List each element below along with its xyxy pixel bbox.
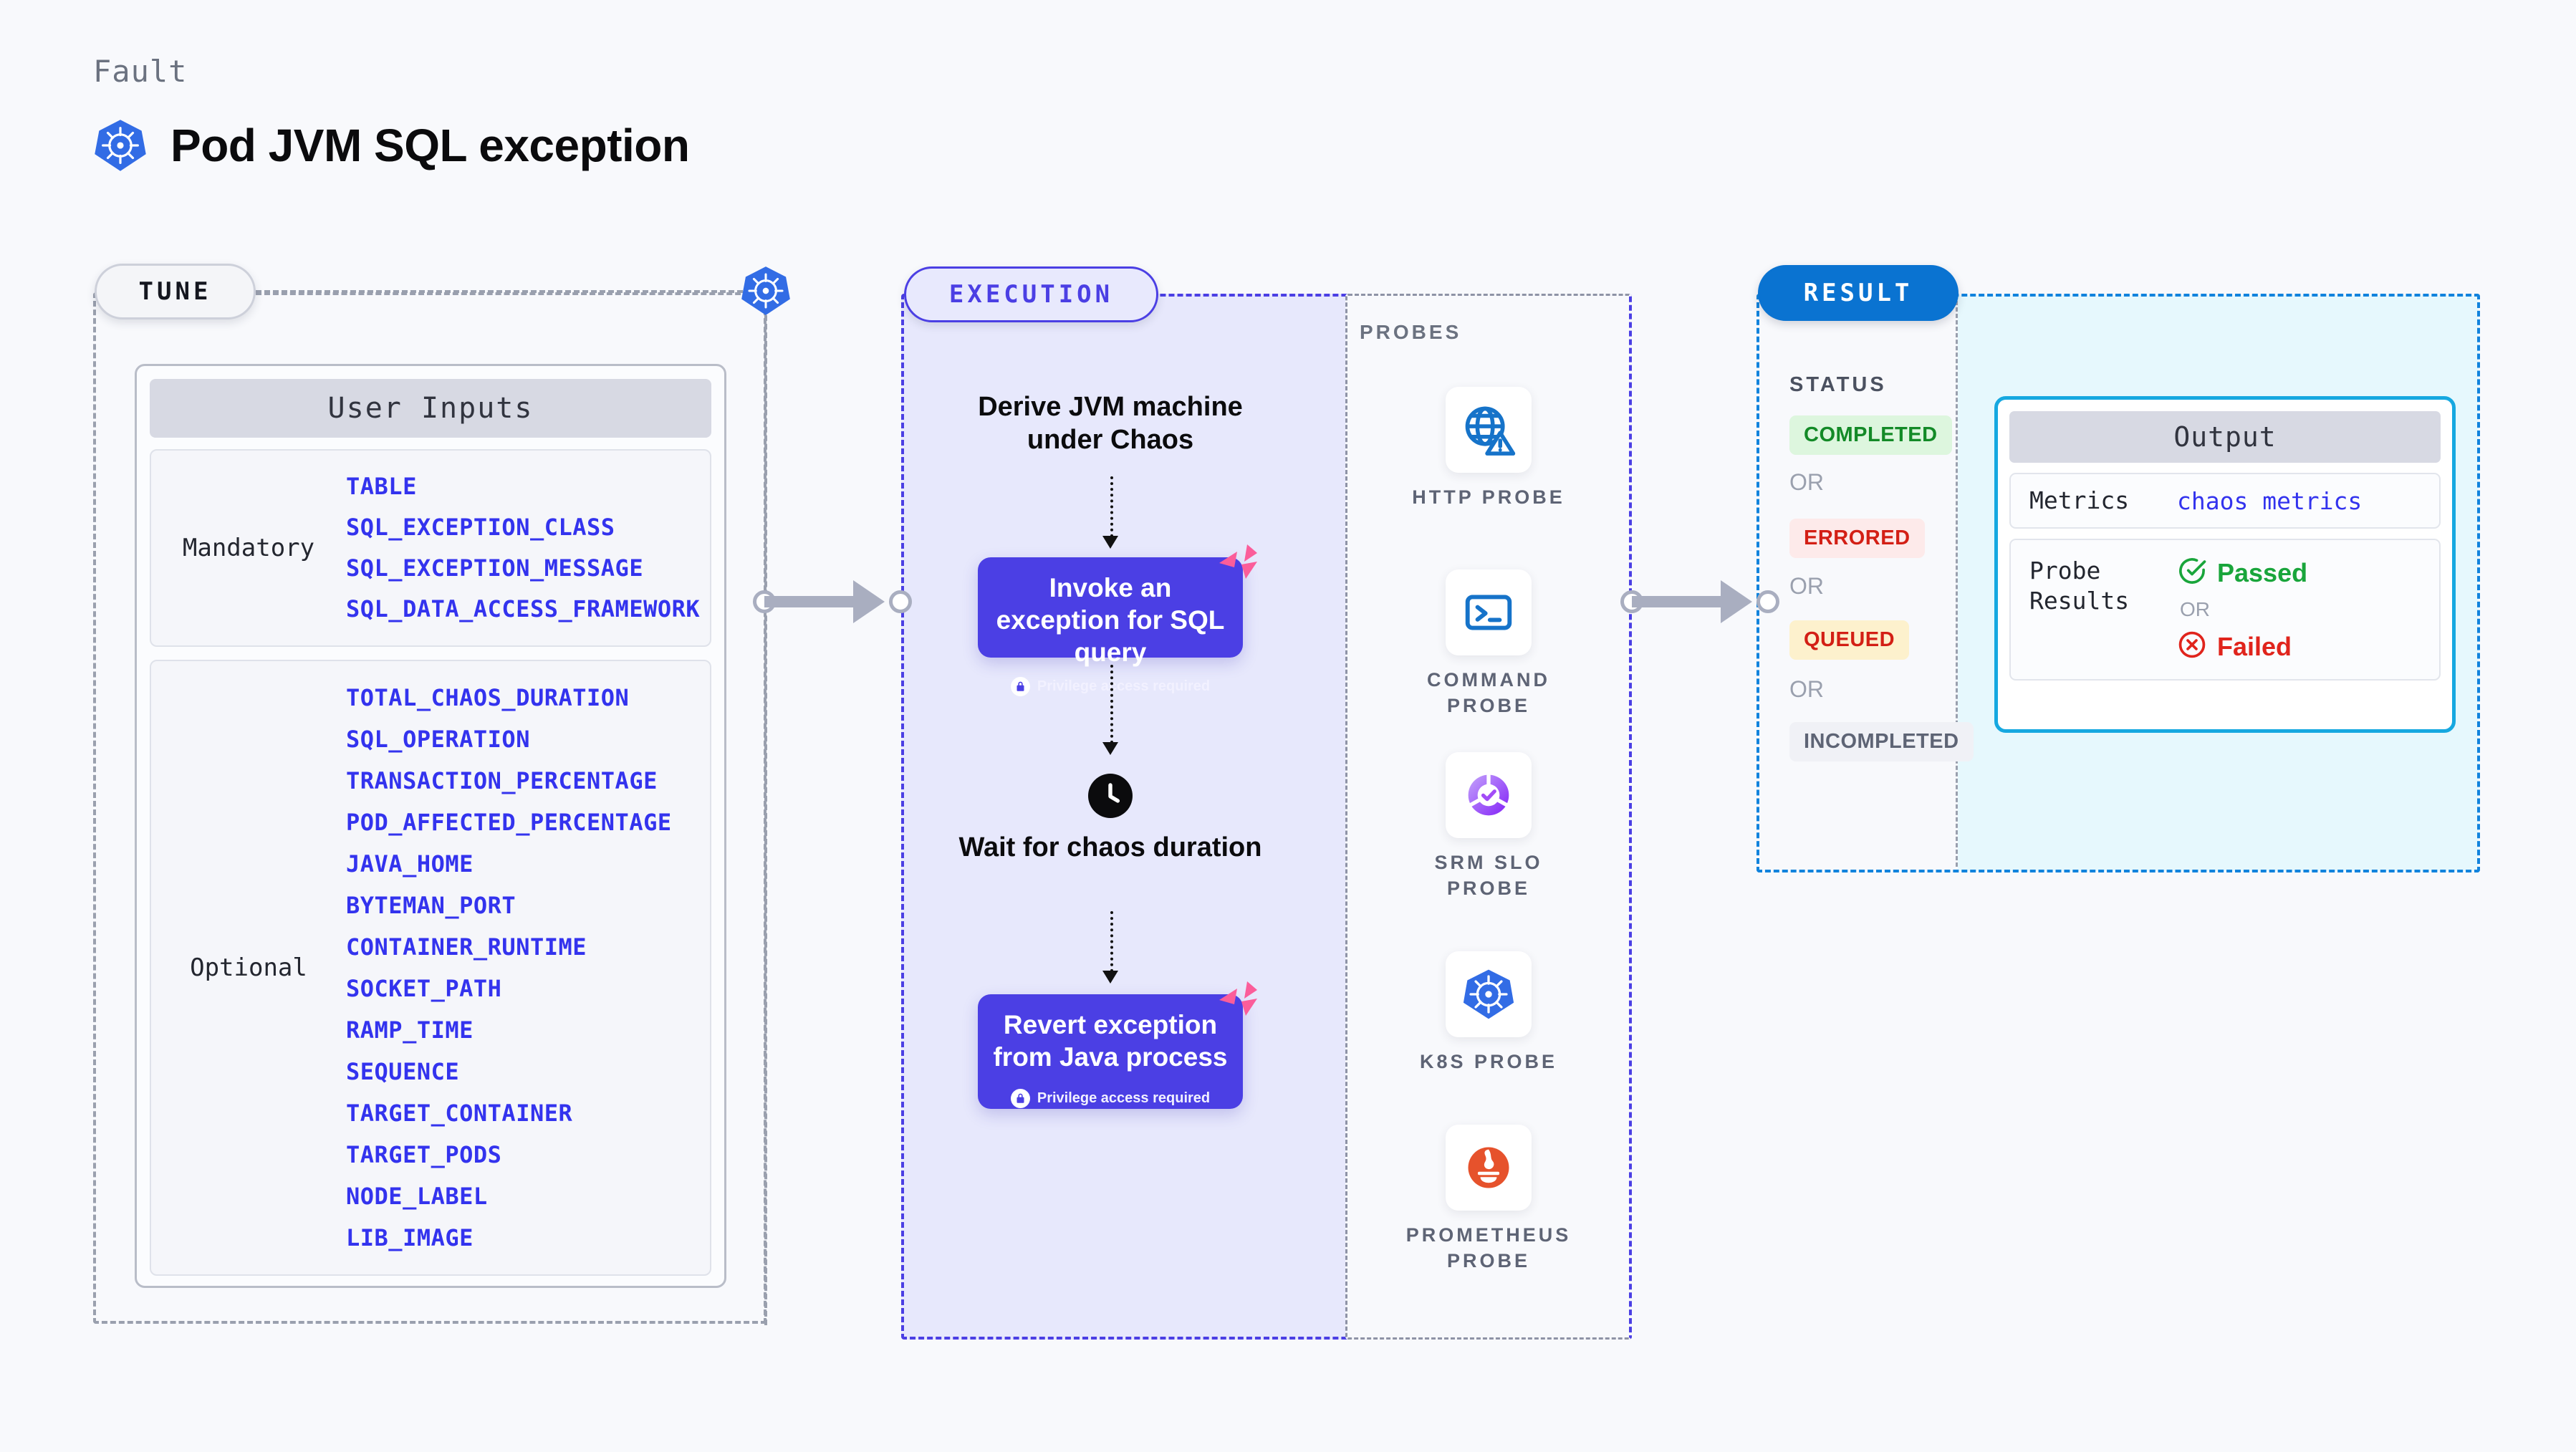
probe-label: COMMAND PROBE — [1427, 669, 1550, 716]
execution-step-derive: Derive JVM machine under Chaos — [978, 392, 1243, 455]
output-metrics-value[interactable]: chaos metrics — [2177, 486, 2363, 515]
arrow-tune-to-execution — [753, 580, 918, 623]
status-or-2: OR — [1789, 573, 1824, 599]
execution-card-revert[interactable]: Revert exception from Java process Privi… — [978, 994, 1243, 1109]
terminal-icon — [1446, 569, 1532, 655]
probe-prometheus[interactable]: PROMETHEUS PROBE — [1395, 1125, 1582, 1274]
execution-card-invoke-note-row: Privilege access required — [988, 677, 1233, 696]
page-title-row: Pod JVM SQL exception — [93, 118, 690, 173]
tune-vertical-line — [764, 315, 767, 1325]
probe-label: HTTP PROBE — [1412, 486, 1565, 508]
input-item[interactable]: SOCKET_PATH — [346, 975, 502, 1002]
probe-result-passed-label: Passed — [2217, 557, 2308, 587]
output-probe-values: Passed OR Failed — [2177, 556, 2307, 663]
input-item[interactable]: SQL_DATA_ACCESS_FRAMEWORK — [346, 595, 701, 622]
mandatory-label: Mandatory — [182, 534, 315, 562]
result-inner-divider — [1956, 301, 1958, 867]
harness-logo-icon — [1216, 543, 1259, 583]
input-item[interactable]: NODE_LABEL — [346, 1183, 488, 1210]
execution-card-revert-note-row: Privilege access required — [988, 1089, 1233, 1108]
input-item[interactable]: BYTEMAN_PORT — [346, 892, 516, 919]
arrow-execution-to-result — [1620, 580, 1785, 623]
slo-donut-check-icon — [1446, 752, 1532, 838]
probe-label: SRM SLO PROBE — [1434, 852, 1543, 899]
probe-label: K8S PROBE — [1419, 1051, 1558, 1072]
execution-card-invoke-title: Invoke an exception for SQL query — [996, 573, 1225, 667]
input-item[interactable]: TOTAL_CHAOS_DURATION — [346, 684, 630, 711]
optional-list: TOTAL_CHAOS_DURATION SQL_OPERATION TRANS… — [346, 661, 672, 1274]
input-item[interactable]: LIB_IMAGE — [346, 1224, 474, 1251]
lock-icon — [1010, 677, 1030, 696]
input-item[interactable]: POD_AFFECTED_PERCENTAGE — [346, 809, 672, 836]
fault-kicker: Fault — [93, 54, 188, 89]
execution-card-revert-note: Privilege access required — [1037, 1090, 1211, 1106]
mandatory-list: TABLE SQL_EXCEPTION_CLASS SQL_EXCEPTION_… — [346, 451, 700, 645]
status-badge-incompleted: INCOMPLETED — [1789, 722, 1974, 761]
probe-result-failed: Failed — [2177, 630, 2307, 663]
globe-warning-icon — [1446, 387, 1532, 473]
status-title: STATUS — [1789, 373, 1887, 396]
x-circle-icon — [2177, 630, 2207, 663]
kubernetes-icon — [1446, 951, 1532, 1037]
input-item[interactable]: JAVA_HOME — [346, 850, 474, 878]
lock-icon — [1010, 1089, 1030, 1108]
status-badge-completed: COMPLETED — [1789, 415, 1952, 455]
input-item[interactable]: TARGET_PODS — [346, 1141, 502, 1168]
output-title: Output — [2009, 411, 2441, 463]
mandatory-group: Mandatory TABLE SQL_EXCEPTION_CLASS SQL_… — [150, 449, 711, 647]
stage-pill-result[interactable]: RESULT — [1758, 265, 1959, 321]
output-metrics-key: Metrics — [2029, 486, 2130, 514]
harness-logo-icon — [1216, 980, 1259, 1020]
kubernetes-node-icon — [740, 265, 792, 317]
input-item[interactable]: SQL_EXCEPTION_MESSAGE — [346, 554, 644, 582]
user-inputs-title: User Inputs — [150, 379, 711, 438]
optional-group: Optional TOTAL_CHAOS_DURATION SQL_OPERAT… — [150, 660, 711, 1276]
clock-icon — [1088, 774, 1133, 818]
result-stage-container — [1756, 294, 2480, 872]
output-probe-results-row: Probe Results Passed OR — [2009, 539, 2441, 681]
status-or-3: OR — [1789, 676, 1824, 702]
status-or-1: OR — [1789, 469, 1824, 495]
input-item[interactable]: SQL_EXCEPTION_CLASS — [346, 514, 615, 541]
probe-result-passed: Passed — [2177, 556, 2307, 590]
execution-card-revert-title: Revert exception from Java process — [993, 1010, 1228, 1072]
input-item[interactable]: TABLE — [346, 473, 417, 500]
user-inputs-card: User Inputs Mandatory TABLE SQL_EXCEPTIO… — [135, 364, 726, 1288]
probe-command[interactable]: COMMAND PROBE — [1395, 569, 1582, 718]
probe-http[interactable]: HTTP PROBE — [1395, 387, 1582, 510]
execution-card-invoke[interactable]: Invoke an exception for SQL query Privil… — [978, 557, 1243, 696]
input-item[interactable]: CONTAINER_RUNTIME — [346, 933, 587, 961]
output-card: Output Metrics chaos metrics Probe Resul… — [1994, 396, 2456, 733]
output-probe-key: Probe Results — [2029, 557, 2130, 615]
stage-pill-execution[interactable]: EXECUTION — [904, 266, 1158, 322]
input-item[interactable]: TRANSACTION_PERCENTAGE — [346, 767, 658, 794]
status-badge-queued: QUEUED — [1789, 620, 1910, 660]
execution-card-invoke-note: Privilege access required — [1037, 678, 1211, 694]
status-badge-errored: ERRORED — [1789, 519, 1925, 558]
execution-step-wait: Wait for chaos duration — [958, 832, 1262, 862]
probe-srm-slo[interactable]: SRM SLO PROBE — [1395, 752, 1582, 901]
prometheus-flame-icon — [1446, 1125, 1532, 1211]
probes-title: PROBES — [1360, 321, 1462, 343]
probe-result-failed-label: Failed — [2217, 631, 2292, 661]
output-metrics-row: Metrics chaos metrics — [2009, 473, 2441, 529]
probe-label: PROMETHEUS PROBE — [1405, 1224, 1572, 1271]
stage-pill-tune[interactable]: TUNE — [95, 264, 256, 319]
tune-connector-line — [256, 290, 743, 293]
input-item[interactable]: SEQUENCE — [346, 1058, 460, 1085]
page-title: Pod JVM SQL exception — [170, 120, 690, 171]
kubernetes-icon — [93, 118, 148, 173]
probe-k8s[interactable]: K8S PROBE — [1395, 951, 1582, 1074]
input-item[interactable]: TARGET_CONTAINER — [346, 1100, 573, 1127]
optional-label: Optional — [190, 953, 307, 982]
probe-result-or: OR — [2180, 598, 2210, 620]
input-item[interactable]: RAMP_TIME — [346, 1016, 474, 1044]
check-circle-icon — [2177, 556, 2207, 590]
input-item[interactable]: SQL_OPERATION — [346, 726, 530, 753]
